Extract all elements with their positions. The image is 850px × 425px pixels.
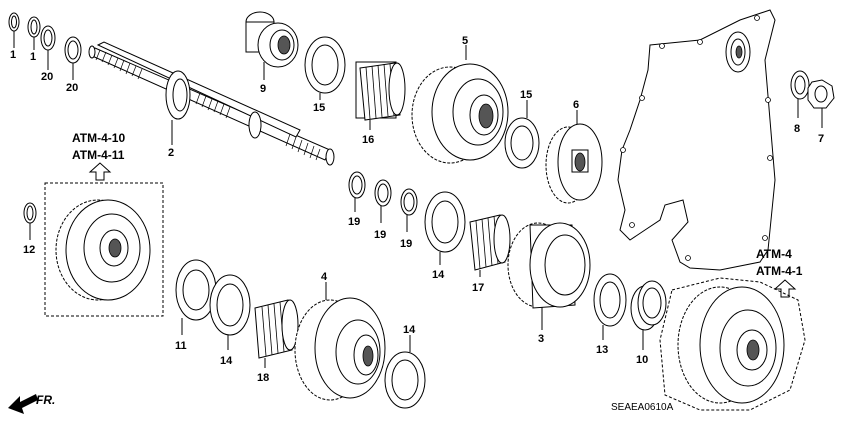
callout-5: 5 xyxy=(462,35,468,47)
callout-4: 4 xyxy=(321,271,328,283)
clutch-box-right xyxy=(659,277,806,411)
front-label: FR. xyxy=(36,393,55,407)
thrust-washer-14a xyxy=(424,191,466,253)
callout-1a: 1 xyxy=(10,49,16,61)
callout-18: 18 xyxy=(257,372,269,384)
lock-nut-7 xyxy=(807,79,835,109)
gear-6 xyxy=(545,123,603,204)
snap-ring-19a xyxy=(348,171,366,199)
callout-17: 17 xyxy=(472,282,484,294)
ref-right-line1[interactable]: ATM-4 xyxy=(756,247,792,261)
snap-ring-12 xyxy=(23,202,37,224)
clutch-assembly-left xyxy=(55,199,151,301)
callout-2: 2 xyxy=(168,147,174,159)
front-arrow-icon xyxy=(8,394,38,414)
snap-ring-1a xyxy=(8,12,20,32)
thrust-shim-20a xyxy=(40,25,56,51)
callout-10: 10 xyxy=(636,354,648,366)
thrust-shim-20b xyxy=(64,36,82,64)
thrust-washer-13 xyxy=(593,273,627,327)
up-arrow-left-icon xyxy=(88,162,112,181)
callout-14c: 14 xyxy=(403,324,416,336)
needle-bearing-18 xyxy=(254,299,299,359)
washer-8 xyxy=(790,70,810,100)
diagram-code: SEAEA0610A xyxy=(611,402,674,413)
thrust-washer-15a xyxy=(304,36,346,94)
callout-14b: 14 xyxy=(220,355,233,367)
gear-3 xyxy=(507,222,591,309)
clutch-box-left xyxy=(44,182,164,317)
callout-1b: 1 xyxy=(30,51,36,63)
ring-plate-11 xyxy=(175,259,217,321)
front-direction-indicator: FR. xyxy=(8,393,55,414)
callout-12: 12 xyxy=(23,244,35,256)
callout-6: 6 xyxy=(573,99,579,111)
callout-15a: 15 xyxy=(313,102,325,114)
callout-9: 9 xyxy=(260,83,266,95)
thrust-washer-14b xyxy=(209,274,251,336)
callout-7: 7 xyxy=(818,133,824,145)
callout-20a: 20 xyxy=(41,71,53,83)
ref-left-line2[interactable]: ATM-4-11 xyxy=(72,148,125,162)
snap-ring-19b xyxy=(374,179,392,207)
down-arrow-right-icon xyxy=(773,279,797,298)
clutch-assembly-right xyxy=(677,286,785,404)
ref-left-line1[interactable]: ATM-4-10 xyxy=(72,131,125,145)
needle-bearing-17 xyxy=(469,214,511,271)
thrust-washer-14c xyxy=(384,351,426,409)
callout-8: 8 xyxy=(794,123,800,135)
case-gasket xyxy=(617,9,776,271)
thrust-washer-15b xyxy=(504,117,540,169)
mainshaft xyxy=(88,41,335,166)
callout-19b: 19 xyxy=(374,229,386,241)
callout-19a: 19 xyxy=(348,216,360,228)
callout-20b: 20 xyxy=(66,82,78,94)
gear-5 xyxy=(411,63,509,164)
needle-bearing-16 xyxy=(355,61,406,121)
gear-4 xyxy=(294,297,386,401)
callout-15b: 15 xyxy=(520,89,532,101)
snap-ring-1b xyxy=(27,16,41,38)
callout-11: 11 xyxy=(175,340,187,352)
callout-14a: 14 xyxy=(432,269,445,281)
collar-10 xyxy=(630,280,667,331)
ref-right-line2[interactable]: ATM-4-1 xyxy=(756,264,803,278)
callout-3: 3 xyxy=(538,333,544,345)
snap-ring-19c xyxy=(400,188,418,216)
sleeve-9 xyxy=(245,11,299,68)
callout-19c: 19 xyxy=(400,238,412,250)
callout-13: 13 xyxy=(596,344,608,356)
callout-16: 16 xyxy=(362,134,374,146)
